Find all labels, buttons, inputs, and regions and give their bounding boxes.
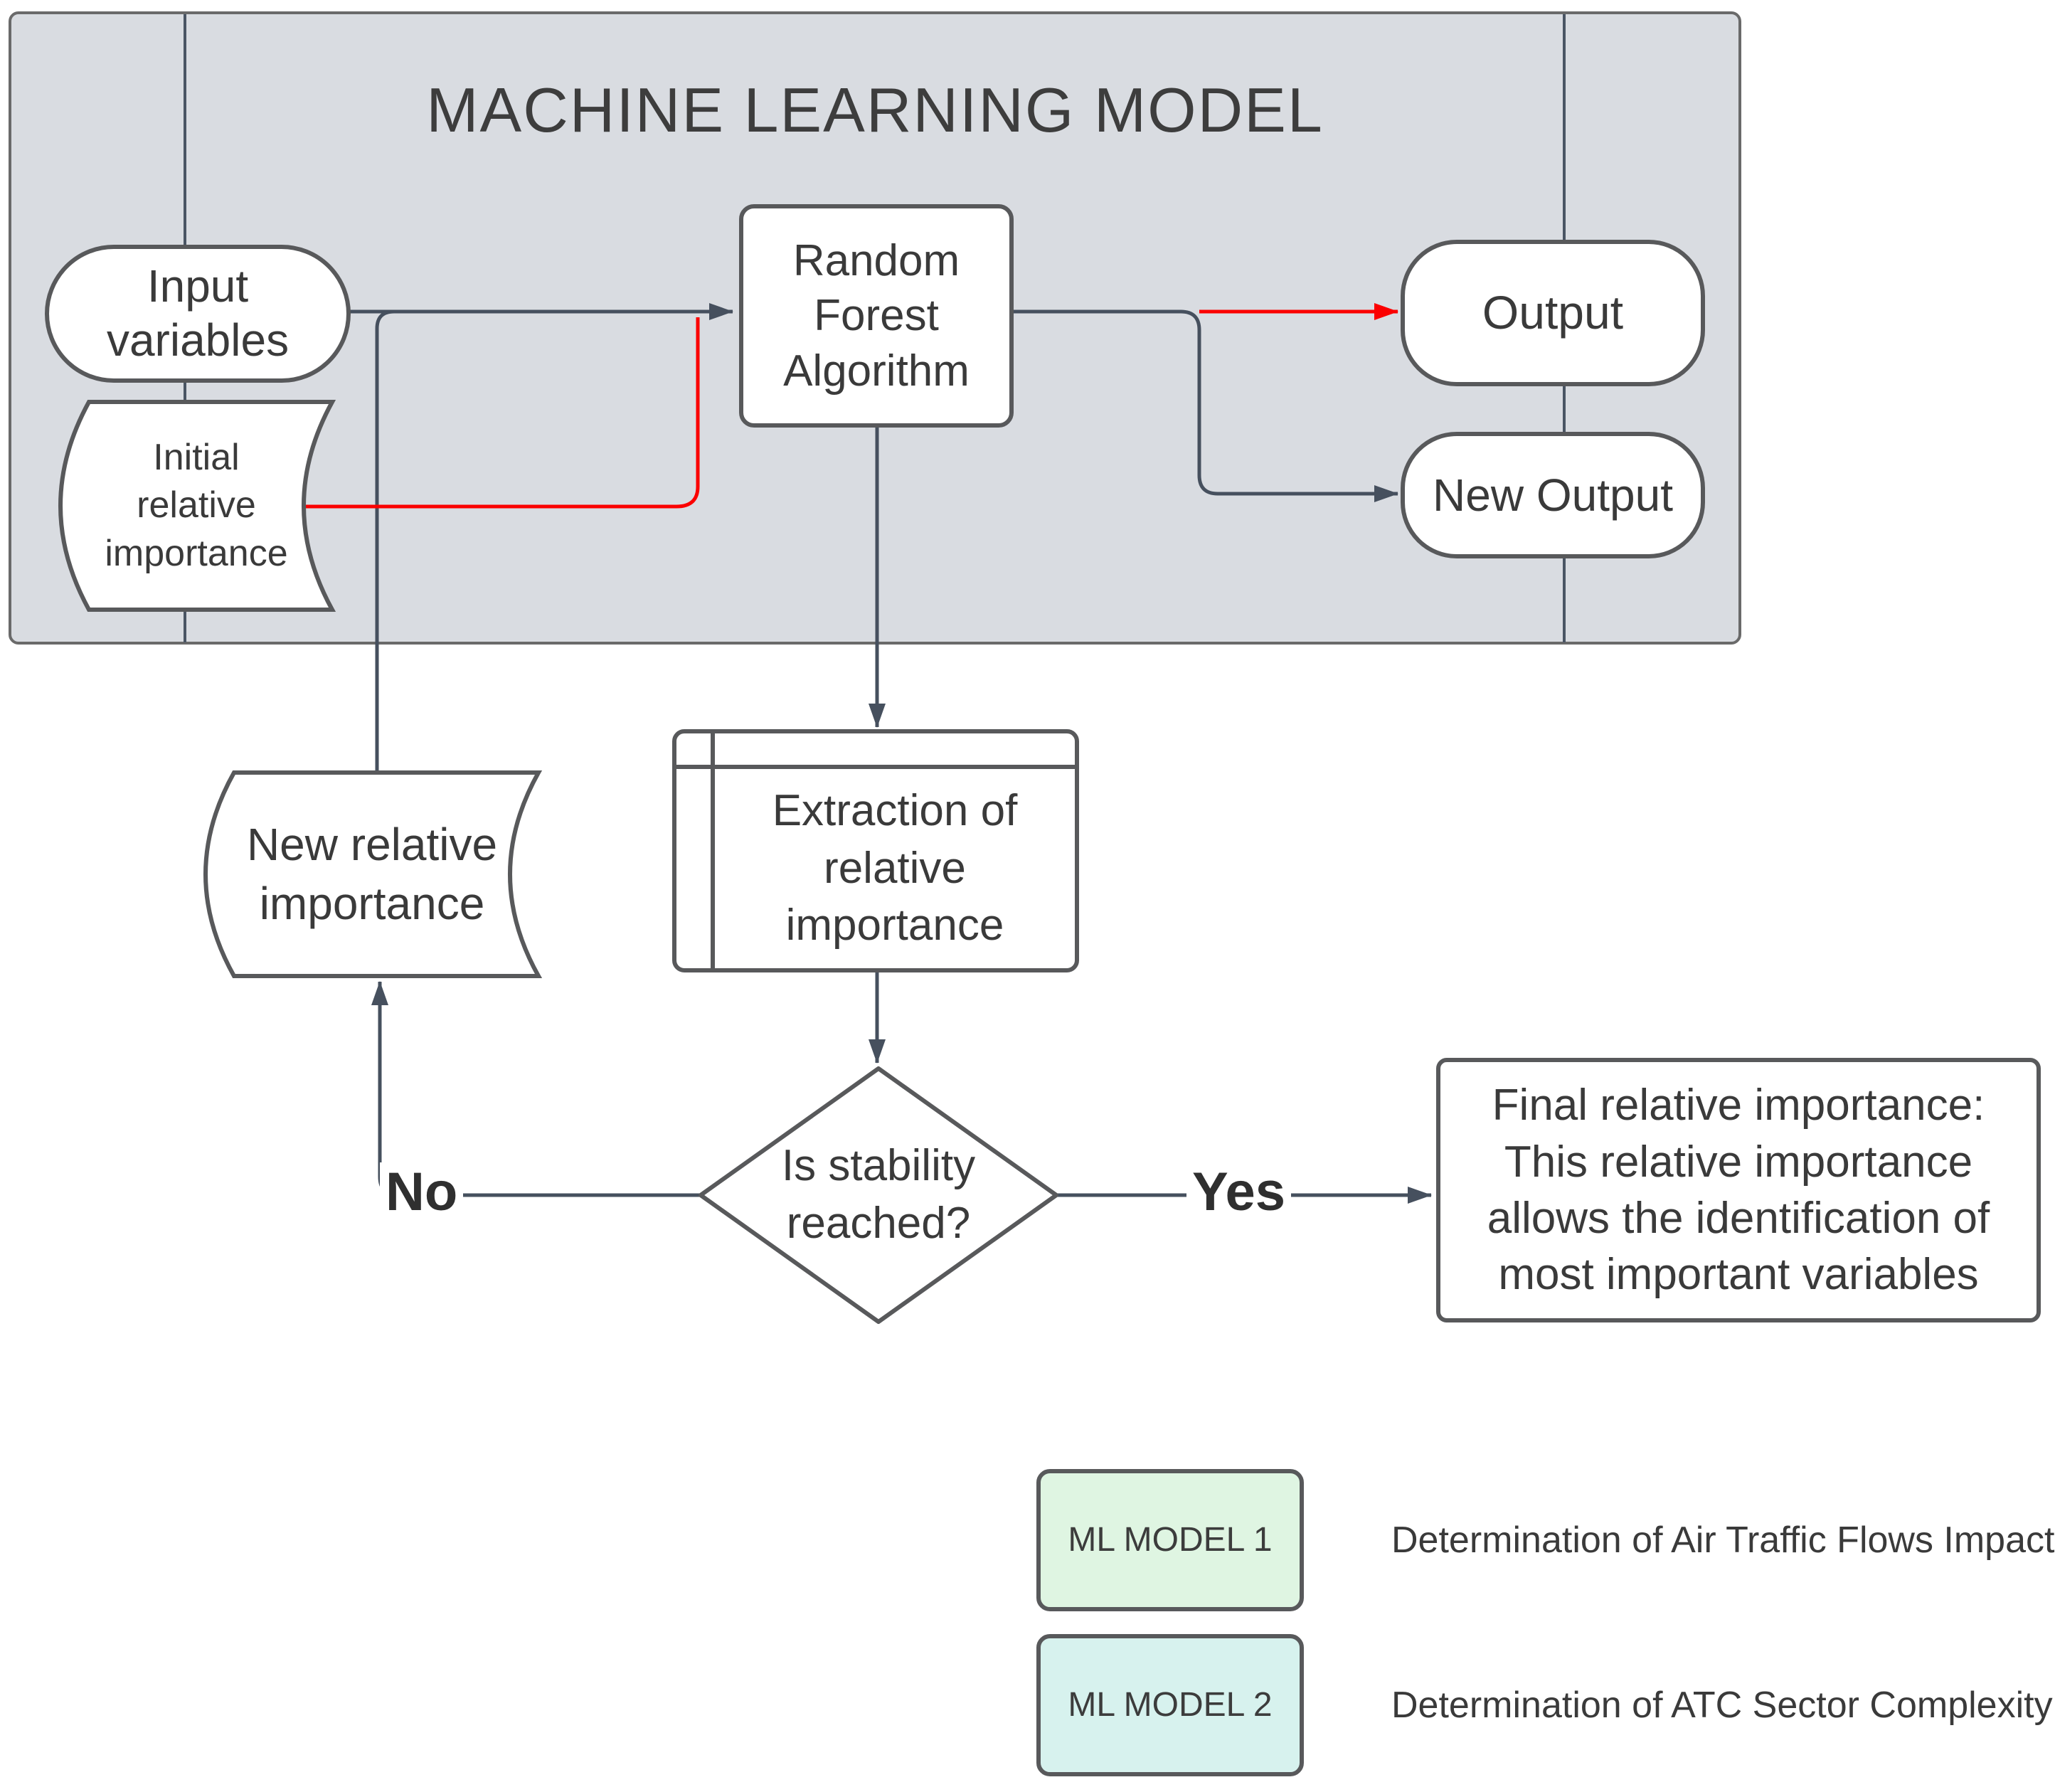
output-label: Output	[1482, 286, 1624, 339]
legend-ml-model-1-description: Determination of Air Traffic Flows Impac…	[1391, 1520, 2055, 1561]
new-relative-importance-label: New relative importance	[246, 818, 498, 929]
initial-relative-importance-label: Initial relative importance	[105, 436, 288, 574]
final-importance-label: Final relative importance: This relative…	[1487, 1081, 1990, 1300]
extraction-label: Extraction of relative importance	[772, 786, 1018, 950]
decision-label: Is stability reached?	[781, 1141, 976, 1248]
legend-ml-model-1-label: ML MODEL 1	[1068, 1520, 1273, 1559]
new-output-label: New Output	[1433, 469, 1673, 521]
edge-label-yes: Yes	[1186, 1162, 1292, 1222]
input-variables-label: Input variables	[106, 260, 290, 366]
legend-ml-model-2-description: Determination of ATC Sector Complexity	[1391, 1685, 2053, 1726]
edge-label-no: No	[380, 1162, 464, 1222]
random-forest-label: Random Forest Algorithm	[783, 235, 970, 396]
diagram-title: MACHINE LEARNING MODEL	[426, 75, 1324, 145]
legend-ml-model-2-label: ML MODEL 2	[1068, 1685, 1273, 1724]
